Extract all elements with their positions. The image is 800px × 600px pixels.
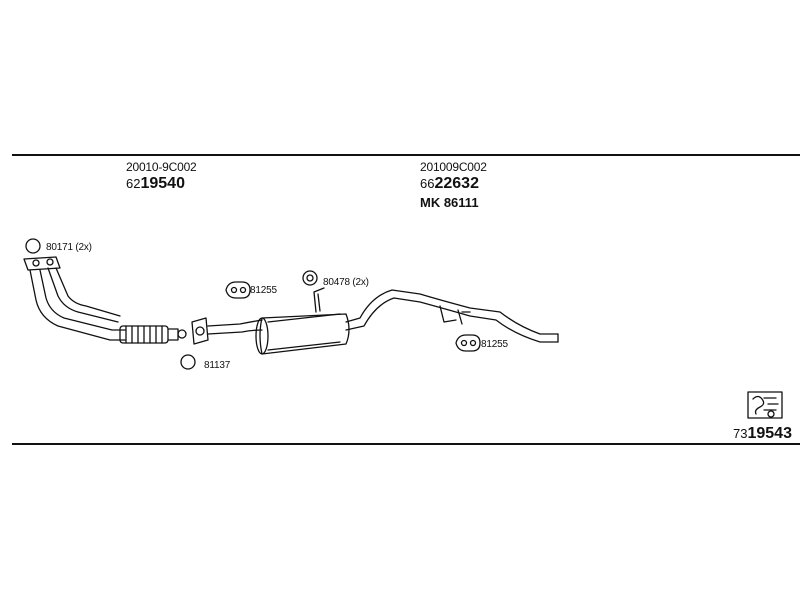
main-muffler	[255, 313, 350, 355]
callout-81255-right: 81255	[481, 339, 508, 350]
gasket-ring-81137	[180, 354, 196, 370]
callout-81255-left: 81255	[250, 285, 277, 296]
flex-pipe	[119, 325, 187, 344]
gasket-ring-80171	[25, 238, 41, 254]
callout-80478: 80478 (2x)	[323, 277, 369, 288]
top-divider	[12, 154, 800, 156]
rear-system-oem-code: 201009C002	[420, 160, 487, 174]
footer-part-main: 19543	[747, 425, 792, 442]
front-pipe-oem-code: 20010-9C002	[126, 160, 197, 174]
front-pipe-flange	[23, 256, 61, 271]
rubber-mount-81255-left	[225, 281, 251, 299]
tail-pipe-hanger	[439, 305, 471, 325]
tail-pipe	[345, 289, 559, 343]
footer-part-number: 7319543	[733, 425, 792, 443]
front-pipe-part-prefix: 62	[126, 176, 141, 191]
bottom-divider	[12, 443, 800, 445]
mounting-kit-number: MK 86111	[420, 195, 479, 210]
mounting-kit-icon	[747, 391, 783, 419]
middle-pipe	[207, 319, 263, 335]
callout-81137: 81137	[204, 360, 231, 371]
middle-flange	[191, 317, 209, 345]
front-downpipe	[29, 267, 126, 341]
callout-80171: 80171 (2x)	[46, 242, 92, 253]
rear-system-part-number: 6622632	[420, 175, 479, 193]
footer-part-prefix: 73	[733, 426, 748, 441]
muffler-hanger	[313, 287, 325, 313]
front-pipe-part-main: 19540	[140, 175, 185, 192]
front-pipe-part-number: 6219540	[126, 175, 185, 193]
rubber-mount-81255-right	[455, 334, 481, 352]
rear-system-part-prefix: 66	[420, 176, 435, 191]
rubber-mount-80478	[302, 270, 318, 286]
rear-system-part-main: 22632	[434, 175, 479, 192]
